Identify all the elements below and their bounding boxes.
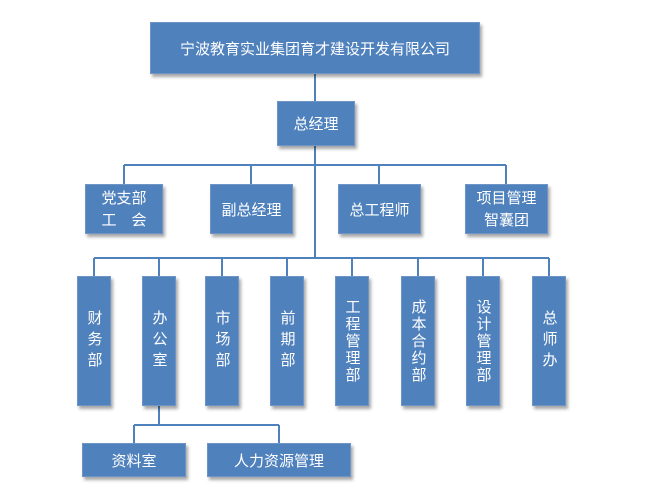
- chief-engineer-box: 总工程师: [338, 184, 421, 234]
- hr-management-label: 人力资源管理: [233, 451, 324, 470]
- dept-chief-office-label: 总师办: [540, 309, 559, 373]
- chief-engineer-label: 总工程师: [349, 200, 410, 219]
- dept-preliminary-box: 前期部: [270, 276, 304, 406]
- project-think-tank-label: 项目管理 智囊团: [476, 189, 537, 229]
- dept-engineering-label: 工程管理部: [343, 298, 362, 384]
- dept-cost-contract-label: 成本合约部: [409, 298, 428, 384]
- dept-preliminary-label: 前期部: [278, 309, 297, 373]
- company-label: 宁波教育实业集团育才建设开发有限公司: [179, 39, 450, 58]
- project-think-tank-box: 项目管理 智囊团: [465, 184, 548, 234]
- general-manager-label: 总经理: [293, 115, 339, 133]
- dept-finance-box: 财务部: [77, 276, 111, 406]
- dept-office-box: 办公室: [142, 276, 176, 406]
- dept-market-box: 市场部: [205, 276, 239, 406]
- party-branch-box: 党支部 工 会: [85, 184, 163, 234]
- dept-cost-contract-box: 成本合约部: [401, 276, 435, 406]
- dept-market-label: 市场部: [213, 309, 232, 373]
- archives-room-label: 资料室: [111, 451, 157, 470]
- dept-chief-office-box: 总师办: [532, 276, 566, 406]
- archives-room-box: 资料室: [82, 443, 186, 477]
- hr-management-box: 人力资源管理: [207, 443, 351, 477]
- dept-design-label: 设计管理部: [474, 298, 493, 384]
- general-manager-box: 总经理: [277, 101, 355, 146]
- dept-engineering-box: 工程管理部: [335, 276, 369, 406]
- party-branch-label: 党支部 工 会: [101, 189, 147, 229]
- deputy-gm-box: 副总经理: [210, 184, 293, 234]
- dept-office-label: 办公室: [150, 309, 169, 373]
- dept-finance-label: 财务部: [85, 309, 104, 373]
- dept-design-box: 设计管理部: [466, 276, 500, 406]
- deputy-gm-label: 副总经理: [221, 200, 282, 219]
- company-box: 宁波教育实业集团育才建设开发有限公司: [150, 22, 480, 74]
